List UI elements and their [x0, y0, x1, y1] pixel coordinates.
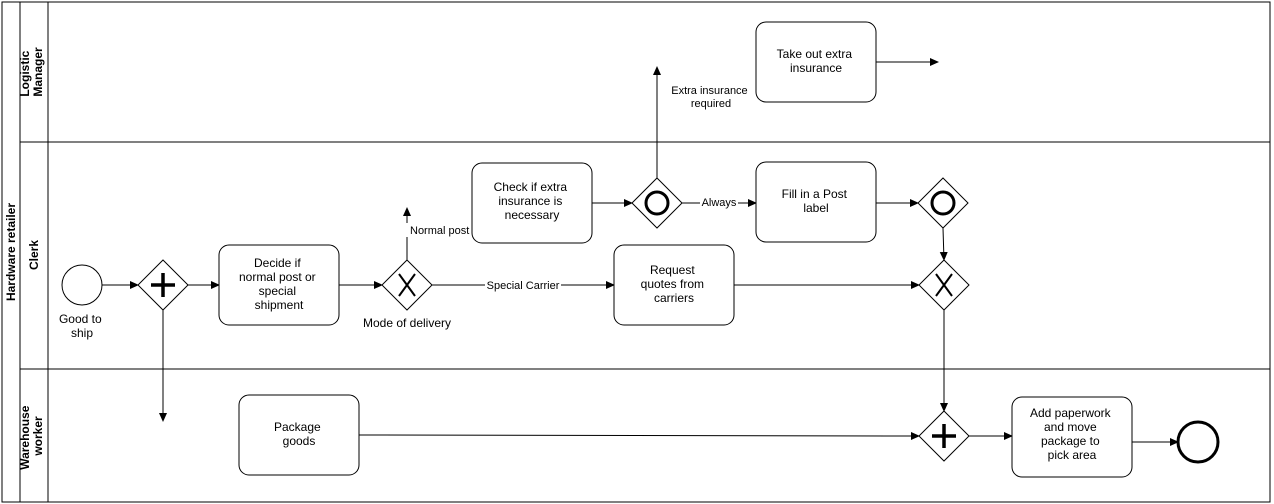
lane-label-warehouse-worker: Warehouse worker	[18, 402, 45, 470]
lane-clerk: Clerk	[20, 142, 1270, 370]
svg-text:Take out extra insurance: Take out extra insurance	[777, 47, 856, 75]
circle-icon	[644, 190, 670, 216]
svg-text:Decide if normal post or: Decide if normal post or special shipmen…	[239, 256, 319, 312]
exclusive-gateway-join[interactable]	[918, 259, 970, 311]
svg-text:Add paperwork and move: Add paperwork and move package to pick a…	[1030, 406, 1114, 462]
lane-warehouse-worker: Warehouse worker	[18, 369, 49, 502]
svg-text:Package goods: Package goods	[274, 420, 324, 448]
x-icon	[398, 273, 416, 297]
parallel-gateway-join[interactable]	[918, 410, 970, 462]
plus-icon	[932, 424, 956, 448]
svg-text:Check if extra insurance: Check if extra insurance is necessary	[494, 180, 571, 222]
task-check-extra-insurance[interactable]: Check if extra insurance is necessary	[471, 162, 593, 244]
svg-text:Request quotes from: Request quotes from carriers	[641, 263, 708, 305]
svg-text:Fill in a Post label: Fill in a Post label	[782, 187, 851, 215]
flow-package-to-and-join	[358, 431, 920, 440]
label-normal-post: Normal post	[410, 225, 469, 237]
task-add-paperwork[interactable]: Add paperwork and move package to pick a…	[1011, 396, 1133, 478]
task-package-goods[interactable]: Package goods	[238, 394, 360, 476]
gateway-label-mode-of-delivery: Mode of delivery	[363, 316, 451, 330]
circle-icon	[930, 190, 956, 216]
end-event[interactable]	[1176, 420, 1220, 464]
task-decide-post-or-special[interactable]: Decide if normal post or special shipmen…	[218, 244, 340, 326]
start-event-label: Good to ship	[59, 312, 105, 340]
pool-label: Hardware retailer	[4, 203, 18, 301]
start-event[interactable]	[61, 264, 103, 306]
label-special-carrier: Special Carrier	[487, 280, 560, 292]
exclusive-gateway-mode-of-delivery[interactable]	[381, 259, 433, 311]
flow-labels: Normal post Special Carrier Always Extra…	[406, 82, 754, 292]
label-extra-insurance-required: Extra insurance required	[671, 85, 751, 110]
plus-icon	[151, 273, 175, 297]
lane-logistic-manager: Logistic Manager	[18, 2, 1270, 143]
lane-label-clerk: Clerk	[27, 240, 41, 270]
inclusive-gateway-join[interactable]	[917, 177, 969, 229]
task-take-out-extra-insurance[interactable]: Take out extra insurance	[755, 21, 877, 103]
task-request-quotes[interactable]: Request quotes from carriers	[613, 244, 735, 326]
inclusive-gateway-split[interactable]	[631, 177, 683, 229]
parallel-gateway-fork[interactable]	[137, 259, 189, 311]
task-fill-in-post-label[interactable]: Fill in a Post label	[755, 161, 877, 243]
flow-or-join-to-xor-join	[939, 227, 948, 261]
x-icon	[935, 273, 953, 297]
lane-label-logistic-manager: Logistic Manager	[18, 47, 45, 97]
label-always: Always	[702, 197, 737, 209]
